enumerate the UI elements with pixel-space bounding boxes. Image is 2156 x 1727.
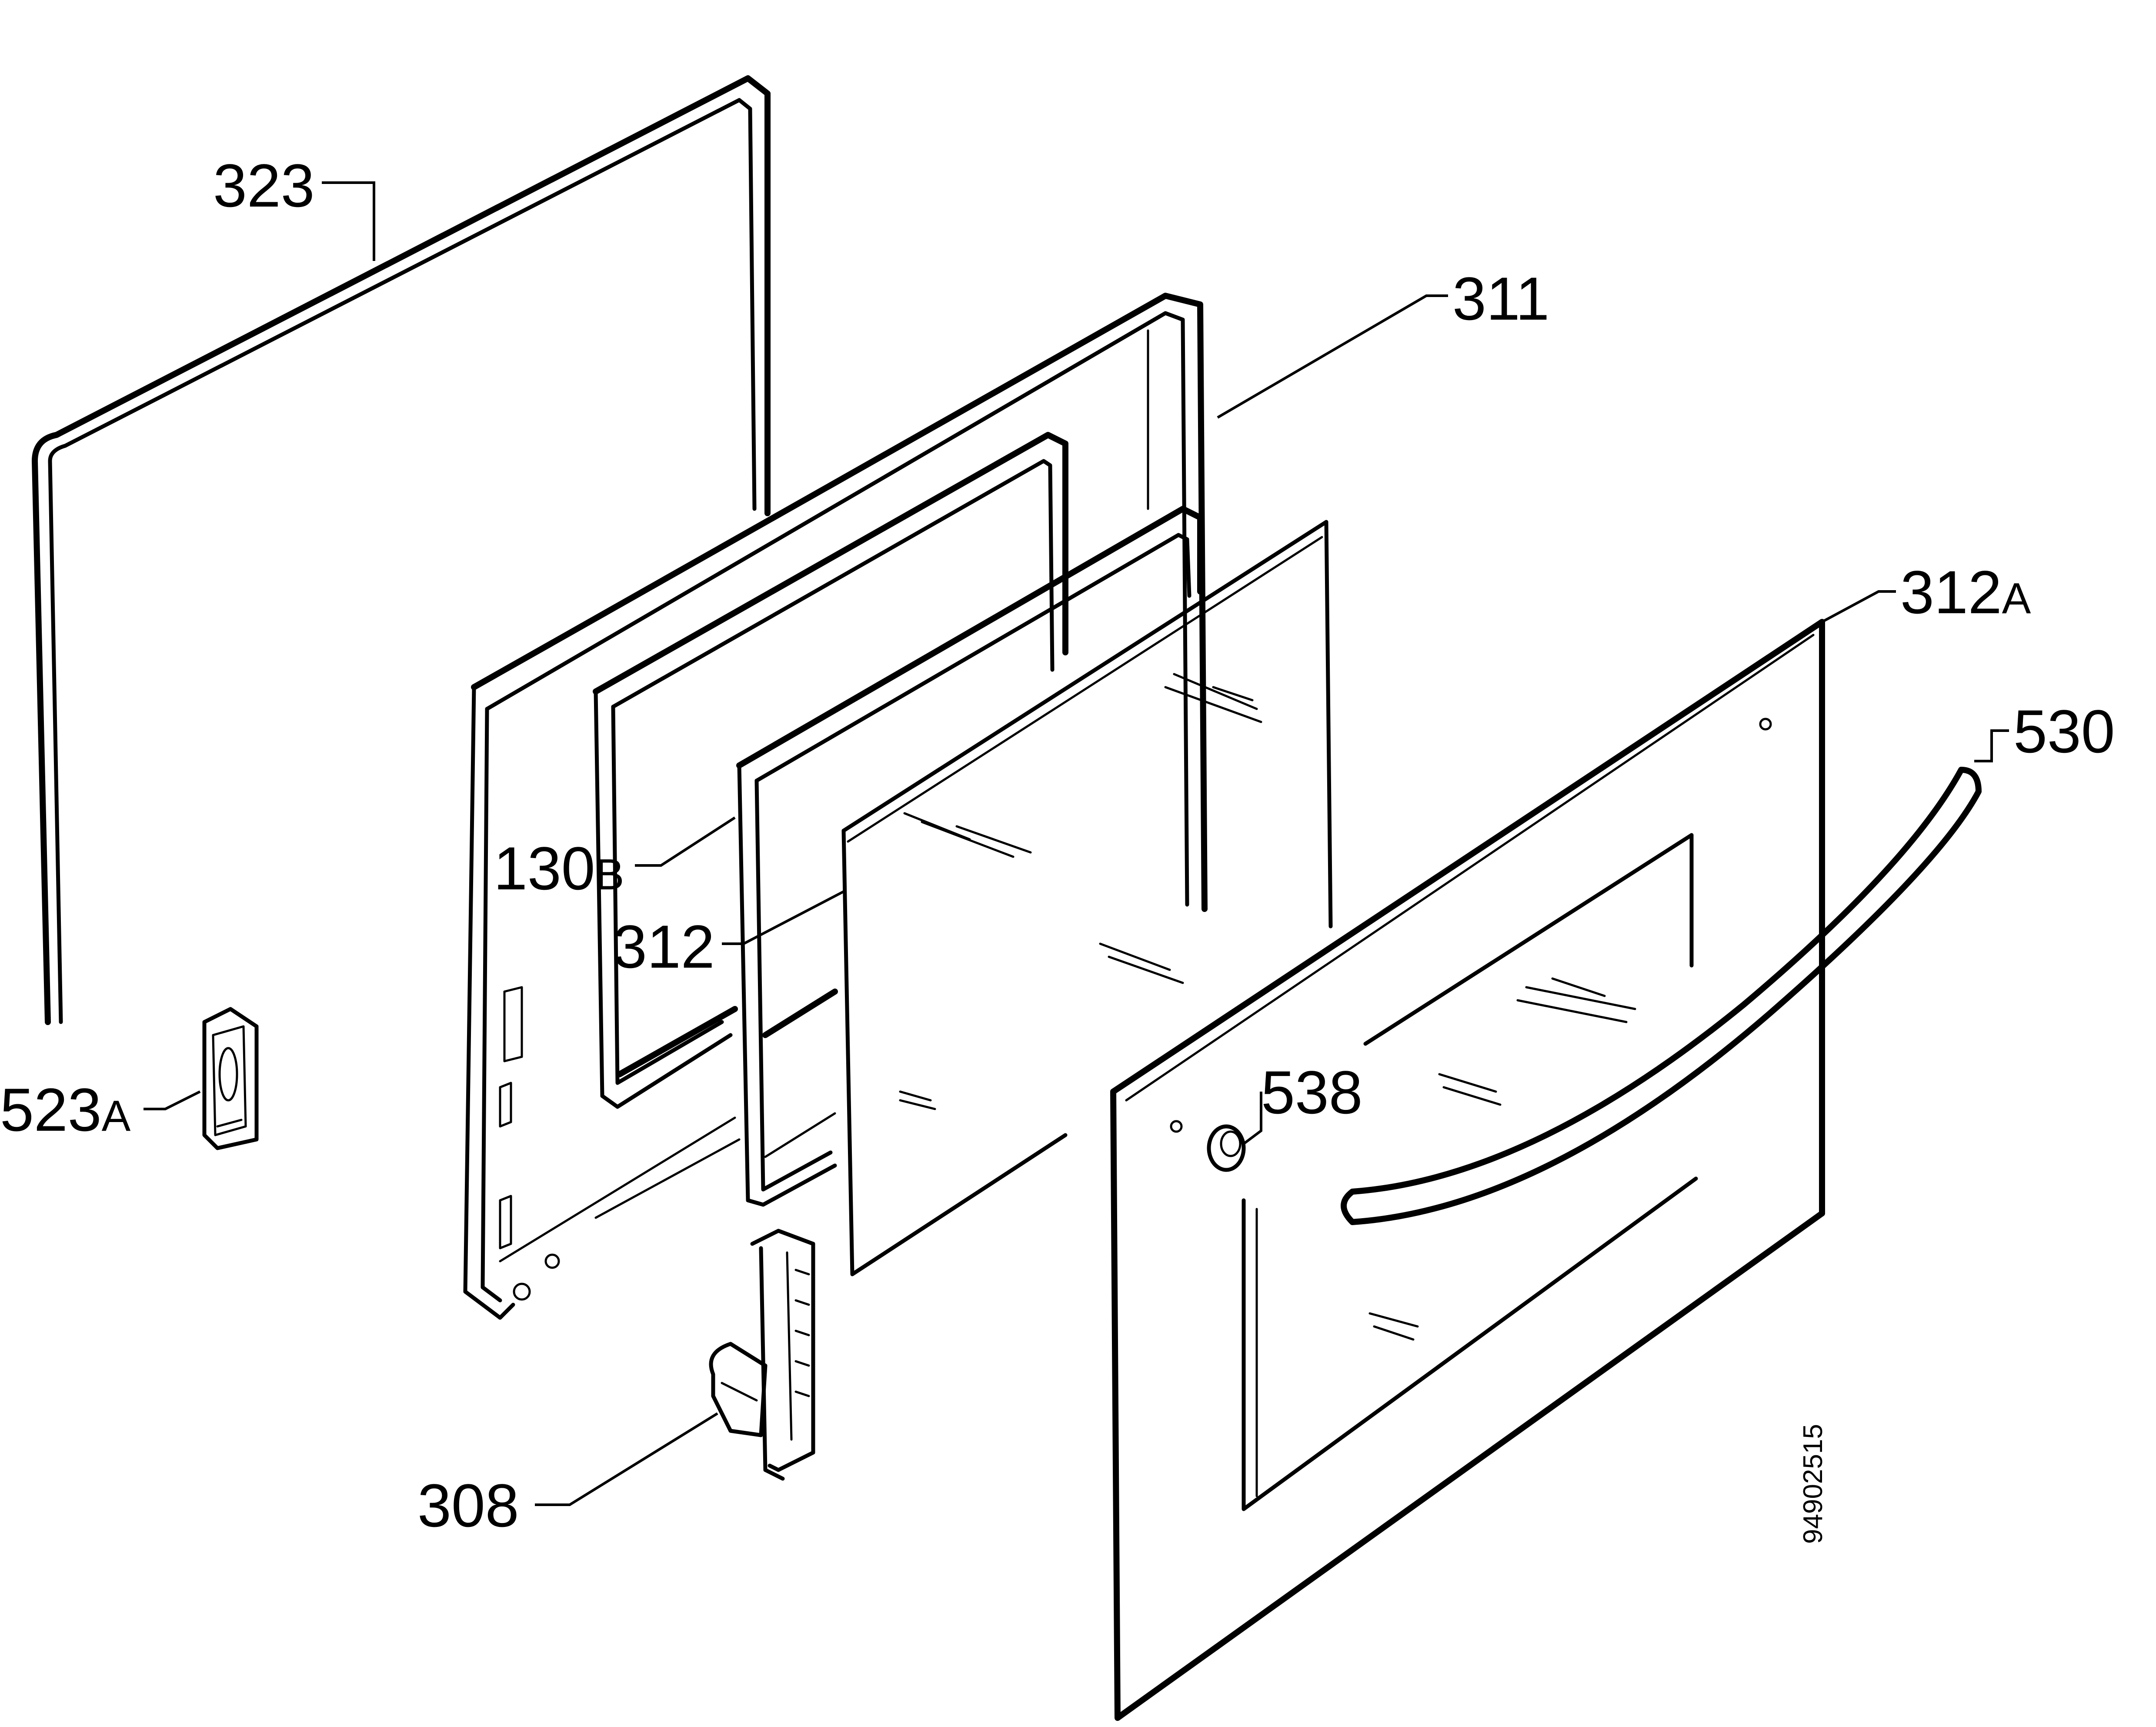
callout-538: 538 — [1261, 1058, 1363, 1126]
part-308-hinge — [709, 1229, 815, 1481]
document-number: 94902515 — [1798, 1424, 1828, 1544]
callout-523a: 523A — [0, 1076, 131, 1144]
callout-130b: 130B — [494, 834, 624, 902]
leader-323 — [322, 181, 375, 261]
leader-308 — [535, 1412, 718, 1506]
leader-312 — [722, 890, 844, 945]
part-312a-outer-glass — [1110, 619, 1825, 1721]
part-523a-hinge-receiver — [202, 1007, 259, 1150]
inner-glass-panel — [841, 520, 1333, 1276]
leader-523a — [144, 1090, 201, 1110]
callout-311: 311 — [1452, 264, 1549, 333]
leader-538 — [1243, 1092, 1262, 1145]
leader-311 — [1217, 294, 1448, 419]
leader-312a — [1821, 590, 1896, 623]
part-538-bush — [1207, 1124, 1246, 1172]
leader-130b — [635, 816, 736, 867]
callout-312: 312 — [613, 912, 715, 981]
callout-308: 308 — [417, 1471, 519, 1540]
leader-530 — [1974, 729, 2009, 762]
part-130b-glass-frame — [593, 432, 1068, 1109]
part-323-gasket — [32, 75, 771, 1025]
callout-312a: 312A — [1900, 558, 2031, 626]
callout-labels: 323 311 312A 530 130B 312 523A 538 308 — [0, 151, 2115, 1540]
leader-lines — [144, 181, 2009, 1506]
part-311-inner-frame — [463, 293, 1208, 1320]
callout-530: 530 — [2013, 697, 2115, 765]
part-312-intermediate-frame — [736, 506, 1203, 1207]
callout-323: 323 — [213, 151, 315, 220]
part-530-handle — [1341, 767, 1982, 1225]
